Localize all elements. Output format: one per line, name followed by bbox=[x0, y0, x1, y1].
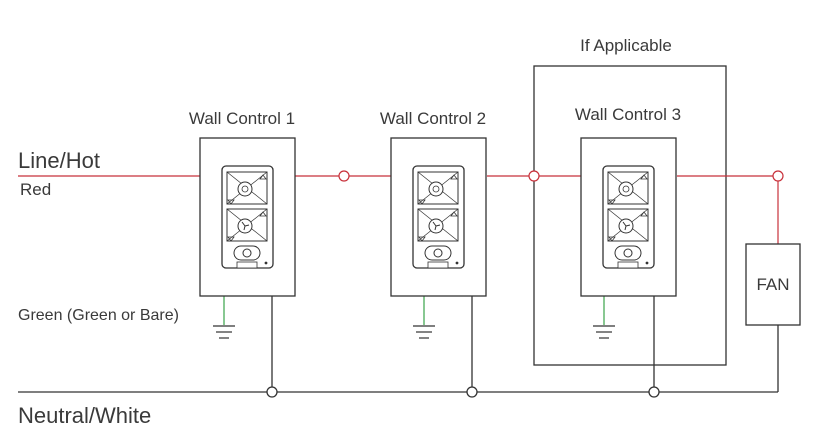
hot-junction-2 bbox=[528, 170, 540, 182]
wall-control-1-title: Wall Control 1 bbox=[189, 109, 295, 128]
neutral-wire bbox=[18, 296, 779, 393]
neutral-junction-1 bbox=[266, 386, 278, 398]
wall-control-3-title: Wall Control 3 bbox=[575, 105, 681, 124]
neutral-label: Neutral/White bbox=[18, 403, 151, 428]
wall-control-2-title: Wall Control 2 bbox=[380, 109, 486, 128]
neutral-junction-2 bbox=[466, 386, 478, 398]
neutral-junction-3 bbox=[648, 386, 660, 398]
wall-control-3 bbox=[580, 137, 677, 297]
fan-label: FAN bbox=[756, 275, 789, 294]
red-label: Red bbox=[20, 180, 51, 199]
hot-junction-1 bbox=[338, 170, 350, 182]
fan-box bbox=[745, 243, 801, 326]
hot-wire bbox=[18, 175, 779, 244]
hot-junction-3 bbox=[772, 170, 784, 182]
if-applicable-label: If Applicable bbox=[580, 36, 672, 55]
wall-control-2 bbox=[390, 137, 487, 297]
ground-1 bbox=[213, 296, 235, 339]
ground-3 bbox=[593, 296, 615, 339]
green-label: Green (Green or Bare) bbox=[18, 307, 179, 324]
line-hot-label: Line/Hot bbox=[18, 148, 100, 173]
if-applicable-box bbox=[533, 65, 727, 366]
wall-control-1 bbox=[199, 137, 296, 297]
ground-2 bbox=[413, 296, 435, 339]
